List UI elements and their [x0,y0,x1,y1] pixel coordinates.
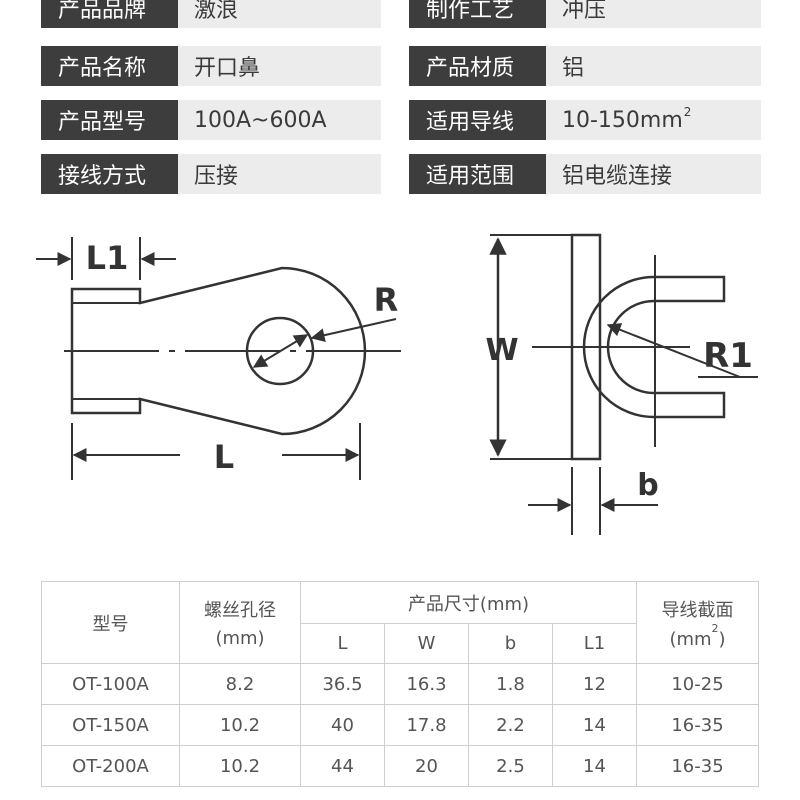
spec-key: 适用导线 [409,100,546,140]
header-hole-title: 螺丝孔径 [204,600,276,621]
l-label: L [214,438,234,476]
cell: 36.5 [300,663,385,705]
header-hole: 螺丝孔径 (mm) [179,581,301,664]
header-wire-unit-sup: 2 [711,621,719,635]
spec-row: 产品名称 开口鼻 [41,46,381,86]
spec-value: 开口鼻 [178,46,381,86]
table-row: OT-200A 10.2 44 20 2.5 14 16-35 [41,745,759,787]
table-row: OT-150A 10.2 40 17.8 2.2 14 16-35 [41,704,759,746]
l1-label: L1 [86,239,129,277]
header-model: 型号 [41,581,180,664]
cell: 2.5 [468,745,553,787]
spec-key: 产品型号 [41,100,178,140]
spec-table: 型号 螺丝孔径 (mm) 产品尺寸(mm) 导线截面 (mm2) L W b L… [41,581,759,787]
cell: OT-100A [41,663,180,705]
cell: 16-35 [636,745,759,787]
spec-value: 冲压 [546,0,761,28]
cell: 16-35 [636,704,759,746]
spec-value-text: 10-150mm [562,107,683,133]
cell: 17.8 [384,704,469,746]
spec-key: 产品名称 [41,46,178,86]
spec-key: 适用范围 [409,154,546,194]
cell: 40 [300,704,385,746]
w-label: W [485,333,518,368]
spec-row: 产品材质 铝 [409,46,761,86]
header-size: 产品尺寸(mm) [300,581,637,624]
header-wire-unit: (mm2) [637,622,758,650]
header-hole-unit: (mm) [215,628,265,649]
cell: 14 [552,704,637,746]
spec-key: 接线方式 [41,154,178,194]
spec-row: 产品品牌 激浪 [41,0,381,28]
cell: 2.2 [468,704,553,746]
cell: 8.2 [179,663,301,705]
spec-value: 激浪 [178,0,381,28]
spec-row: 接线方式 压接 [41,154,381,194]
table-row: OT-100A 8.2 36.5 16.3 1.8 12 10-25 [41,663,759,705]
b-label: b [637,468,658,503]
cell: OT-150A [41,704,180,746]
u-clamp-outer [582,275,726,419]
header-sub: L1 [552,623,637,664]
header-wire-title: 导线截面 [661,599,734,621]
cell: 10.2 [179,745,301,787]
cell: 16.3 [384,663,469,705]
header-wire-unit-close: ) [718,628,726,650]
r1-label: R1 [703,336,753,376]
header-sub: L [300,623,385,664]
header-sub: b [468,623,553,664]
spec-key: 制作工艺 [409,0,546,28]
header-wire: 导线截面 (mm2) [636,581,759,664]
terminal-top-view-diagram: L1 R L [36,237,408,480]
header-wire-unit-text: (mm [669,628,712,650]
spec-key: 产品材质 [409,46,546,86]
cell: 12 [552,663,637,705]
spec-row: 制作工艺 冲压 [409,0,761,28]
spec-value: 铝 [546,46,761,86]
cell: 20 [384,745,469,787]
spec-value-sup: 2 [683,105,692,119]
header-sub: W [384,623,469,664]
spec-value: 铝电缆连接 [546,154,761,194]
cell: 10-25 [636,663,759,705]
cell: 1.8 [468,663,553,705]
r-diameter-arrow [252,334,309,368]
cell: 10.2 [179,704,301,746]
spec-key: 产品品牌 [41,0,178,28]
spec-row: 适用范围 铝电缆连接 [409,154,761,194]
r-leader [310,318,397,343]
spec-value: 100A~600A [178,100,381,140]
spec-row: 产品型号 100A~600A [41,100,381,140]
spec-value: 压接 [178,154,381,194]
r-label: R [374,281,399,319]
cell: 44 [300,745,385,787]
terminal-side-view-diagram: W R1 b [485,233,758,535]
cell: OT-200A [41,745,180,787]
terminal-outline [70,266,367,436]
r1-leader [606,323,741,378]
cell: 14 [552,745,637,787]
